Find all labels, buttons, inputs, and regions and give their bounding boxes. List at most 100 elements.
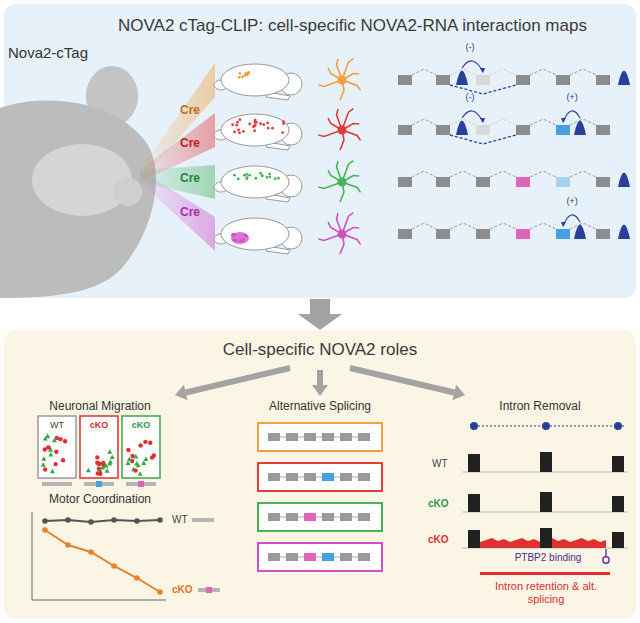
cortex-box <box>122 416 160 478</box>
migrating-cell <box>43 467 47 471</box>
exon-coverage <box>468 494 480 512</box>
figure-label: Cre <box>180 172 200 186</box>
migrating-cell <box>95 455 99 459</box>
data-point <box>111 563 117 569</box>
labeled-cell <box>268 175 271 178</box>
clip-peak <box>456 121 468 136</box>
retention-bar <box>480 572 610 575</box>
exon <box>436 177 450 187</box>
exon <box>358 433 370 441</box>
soma <box>338 178 347 187</box>
figure-label: (-) <box>466 92 475 102</box>
exon <box>340 433 352 441</box>
migrating-cell <box>133 468 137 472</box>
splicing-map <box>398 111 610 144</box>
figure-label: Neuronal Migration <box>49 400 150 414</box>
intron-junction <box>530 171 556 177</box>
cerebellum-silhouette <box>114 178 142 206</box>
exon <box>516 75 530 85</box>
labeled-cell <box>266 122 269 125</box>
exon <box>304 433 316 441</box>
clip-peak <box>618 173 630 188</box>
exon <box>286 433 298 441</box>
data-point <box>88 549 94 555</box>
exon <box>556 177 570 187</box>
ptbp2-site <box>603 557 609 563</box>
exon <box>596 177 610 187</box>
labeled-cell <box>277 177 280 180</box>
migrating-cell <box>107 461 112 466</box>
labeled-cell <box>234 239 237 242</box>
isoform-box <box>258 463 382 491</box>
exon-dot <box>542 422 550 430</box>
cerebrum <box>221 218 289 250</box>
labeled-cell <box>233 131 236 134</box>
migrating-cell <box>150 455 154 459</box>
isoform-box <box>258 543 382 571</box>
cortex-box <box>38 416 76 478</box>
exon-coverage <box>612 456 624 472</box>
migrating-cell <box>138 471 143 476</box>
exon-mark <box>96 481 102 487</box>
figure-label: cKO <box>132 420 151 430</box>
labeled-cell <box>247 71 250 74</box>
cerebrum <box>221 114 289 146</box>
exon-coverage <box>612 496 624 512</box>
soma <box>338 230 347 239</box>
migrating-cell <box>41 456 46 461</box>
labeled-cell <box>238 76 241 79</box>
labeled-cell <box>262 123 265 126</box>
exon <box>398 177 412 187</box>
labeled-cell <box>237 178 240 181</box>
brain-section <box>214 218 302 254</box>
labeled-cell <box>238 118 241 121</box>
exon-coverage <box>468 454 480 472</box>
labeled-cell <box>271 127 274 130</box>
isoform-box <box>258 423 382 451</box>
exon <box>556 125 570 135</box>
migrating-cell <box>58 437 62 441</box>
labeled-cell <box>259 122 262 125</box>
exon <box>596 75 610 85</box>
data-point <box>42 518 48 524</box>
arc-head <box>561 222 566 227</box>
regulation-arc <box>563 215 580 226</box>
migrating-cell <box>98 472 102 476</box>
panel-heading: Cell-specific NOVA2 roles <box>4 340 636 360</box>
data-point <box>134 518 140 524</box>
role-arrow <box>350 368 465 400</box>
labeled-cell <box>233 174 236 177</box>
figure-label: cKO <box>172 584 193 596</box>
exon <box>358 513 370 521</box>
exon <box>596 125 610 135</box>
exon <box>358 553 370 561</box>
data-point <box>42 527 48 533</box>
labeled-cell <box>266 176 269 179</box>
migrating-cell <box>143 440 147 444</box>
labeled-cell <box>248 174 251 177</box>
data-point <box>88 519 94 525</box>
labeled-cell <box>274 177 277 180</box>
migrating-cell <box>136 463 141 468</box>
transcript-bar <box>126 482 156 486</box>
figure-label: WT <box>50 420 64 430</box>
labeled-cell <box>282 122 285 125</box>
figure-label: Nova2-cTag <box>8 44 88 61</box>
migrating-cell <box>86 468 91 473</box>
figure-label: cKO <box>90 420 109 430</box>
migrating-cell <box>63 439 67 443</box>
intron-junction <box>490 171 516 177</box>
intron-junction <box>530 223 556 229</box>
clip-peak <box>456 71 468 86</box>
intron-line <box>270 557 370 558</box>
intron-junction <box>530 119 556 125</box>
labeled-cell <box>242 130 245 133</box>
migrating-cell <box>138 443 142 447</box>
exon <box>398 229 412 239</box>
data-point <box>157 589 163 595</box>
neuron <box>318 109 360 150</box>
intron-junction <box>570 119 596 125</box>
neuron <box>318 213 360 254</box>
cortex-box <box>80 416 118 478</box>
intron-junction <box>412 69 436 75</box>
